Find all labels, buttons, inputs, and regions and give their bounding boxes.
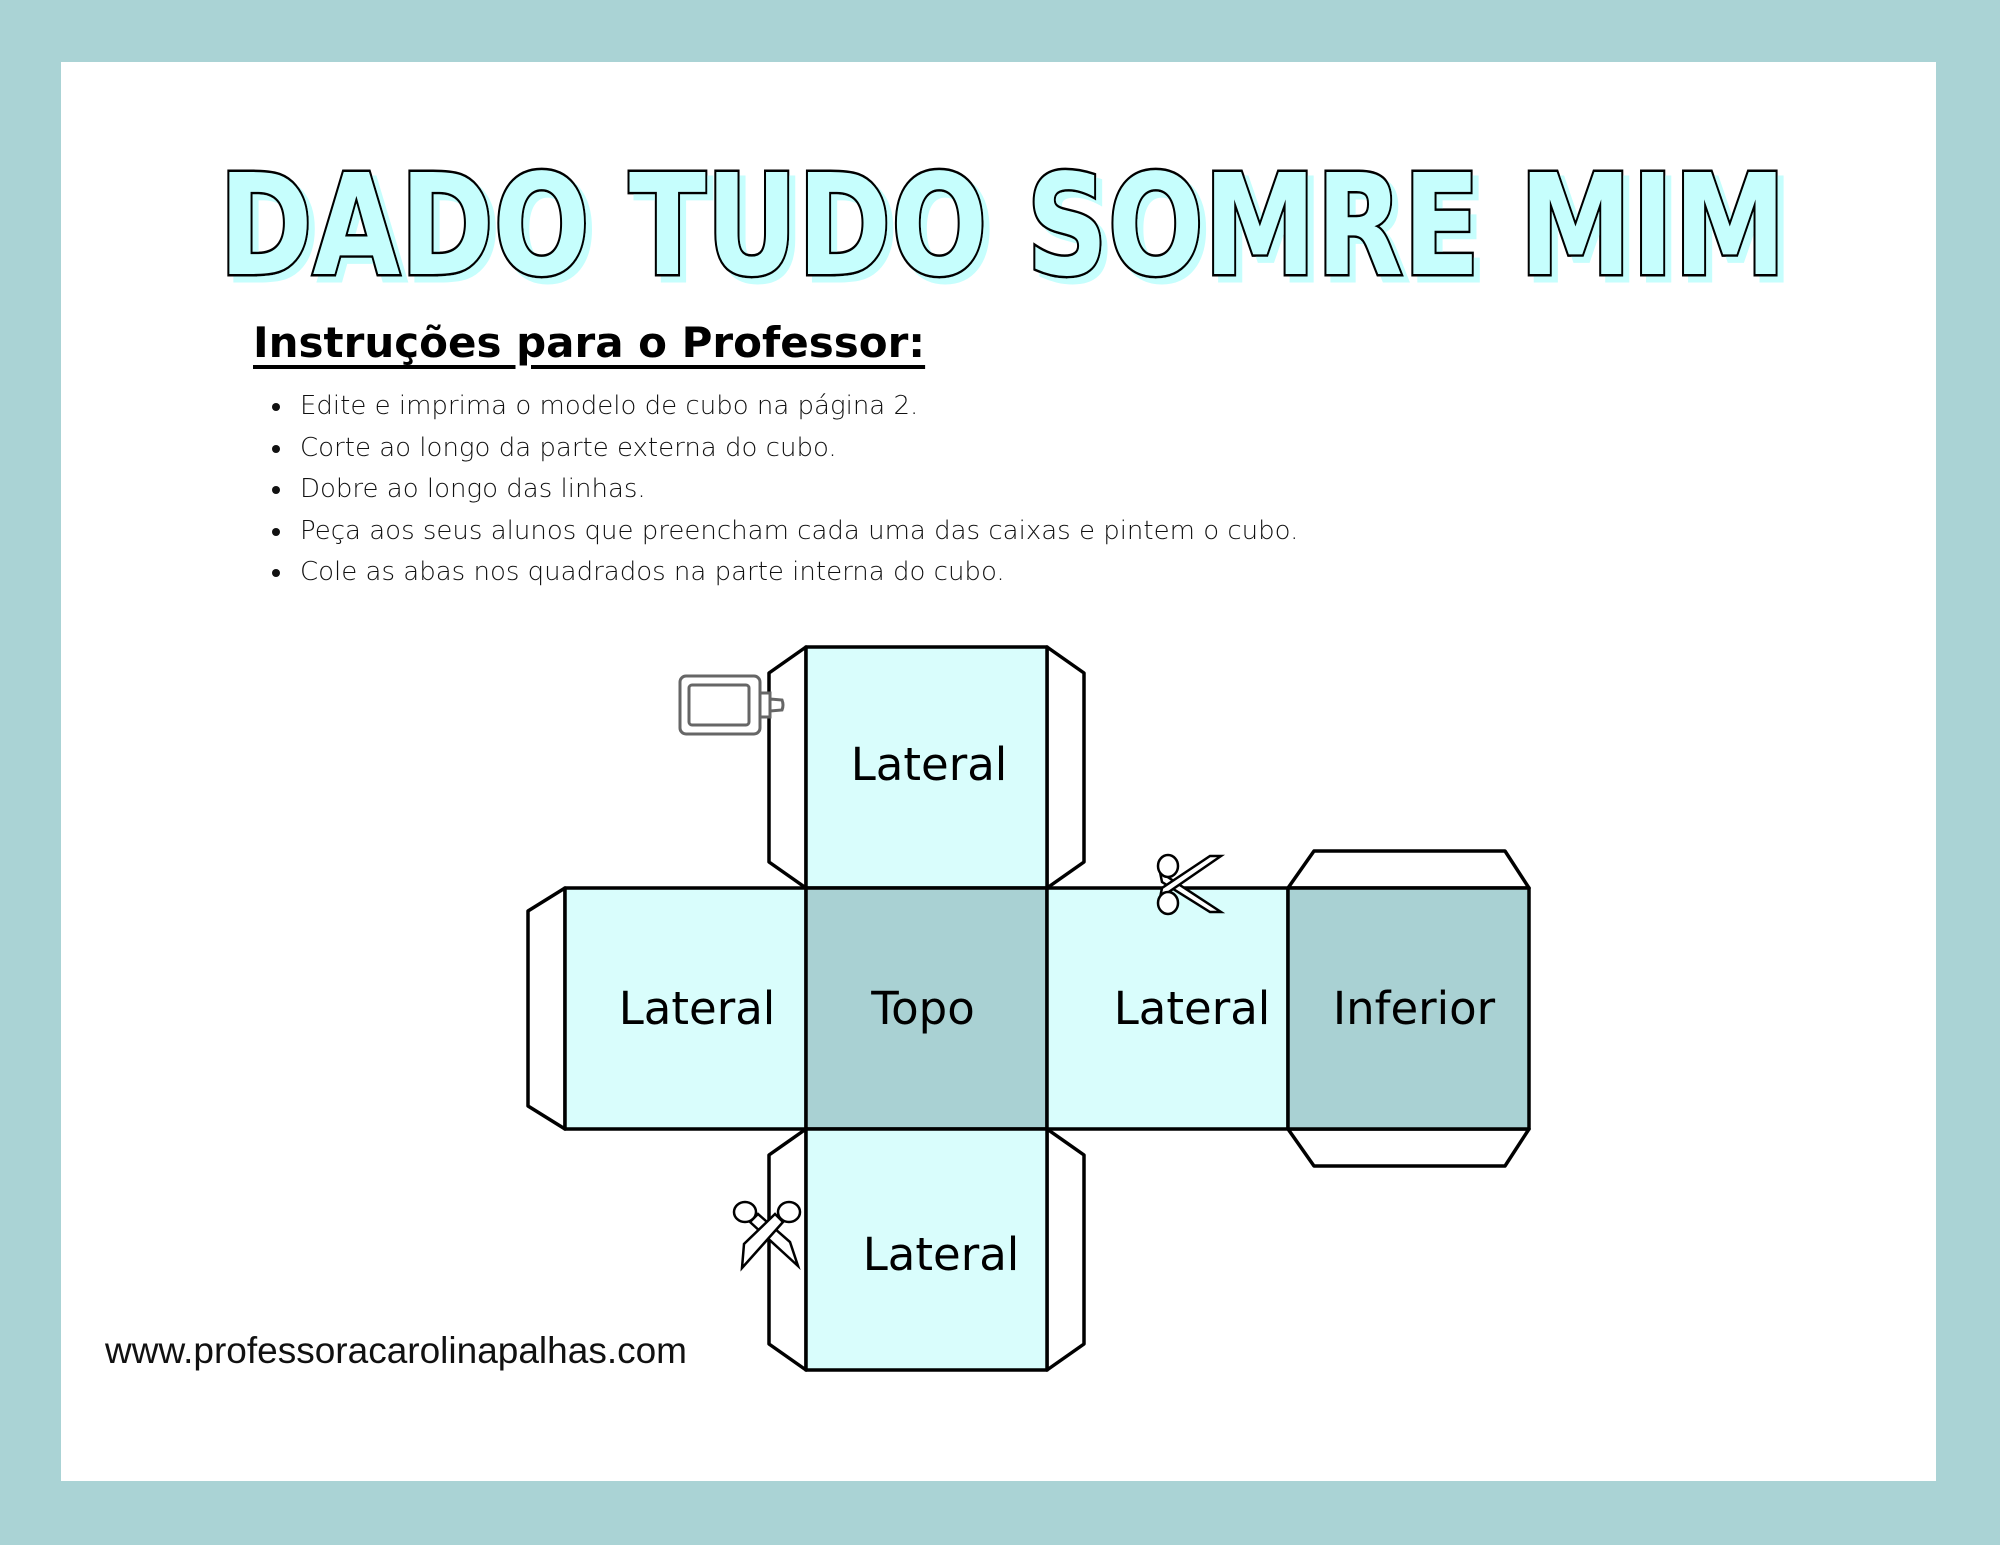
tab-left	[526, 886, 567, 1131]
tab-inferior-top	[1286, 849, 1531, 890]
instructions-list: Edite e imprima o modelo de cubo na pági…	[262, 386, 1298, 594]
tab-inferior-bottom	[1286, 1127, 1531, 1168]
face-bottom-lateral	[804, 1127, 1049, 1372]
instruction-item: Edite e imprima o modelo de cubo na pági…	[294, 386, 1298, 428]
face-label: Lateral	[851, 738, 1008, 791]
instruction-item: Dobre ao longo das linhas.	[294, 469, 1298, 511]
tab-top-right	[1045, 645, 1086, 890]
title-graphic: DADO TUDO SOMRE MIM	[217, 143, 1789, 311]
face-label: Topo	[870, 982, 974, 1035]
face-left-lateral	[563, 886, 808, 1131]
page-title: DADO TUDO SOMRE MIM	[219, 145, 1786, 308]
tab-top-left	[767, 645, 808, 890]
instructions-heading: Instruções para o Professor:	[253, 318, 926, 367]
face-label: Lateral	[863, 1228, 1020, 1281]
face-label: Lateral	[619, 982, 776, 1035]
instruction-item: Cole as abas nos quadrados na parte inte…	[294, 552, 1298, 594]
face-inferior	[1286, 886, 1531, 1131]
instruction-item: Corte ao longo da parte externa do cubo.	[294, 428, 1298, 470]
face-label: Inferior	[1333, 982, 1496, 1035]
tab-bottom-right	[1045, 1127, 1086, 1372]
face-right-lateral	[1045, 886, 1290, 1131]
face-top-lateral	[804, 645, 1049, 890]
website-url[interactable]: www.professoracarolinapalhas.com	[105, 1330, 687, 1371]
scissors-icon	[732, 1200, 802, 1272]
glue-icon	[678, 674, 785, 736]
face-label: Lateral	[1114, 982, 1271, 1035]
scissors-icon	[1156, 853, 1226, 916]
instruction-item: Peça aos seus alunos que preencham cada …	[294, 511, 1298, 553]
